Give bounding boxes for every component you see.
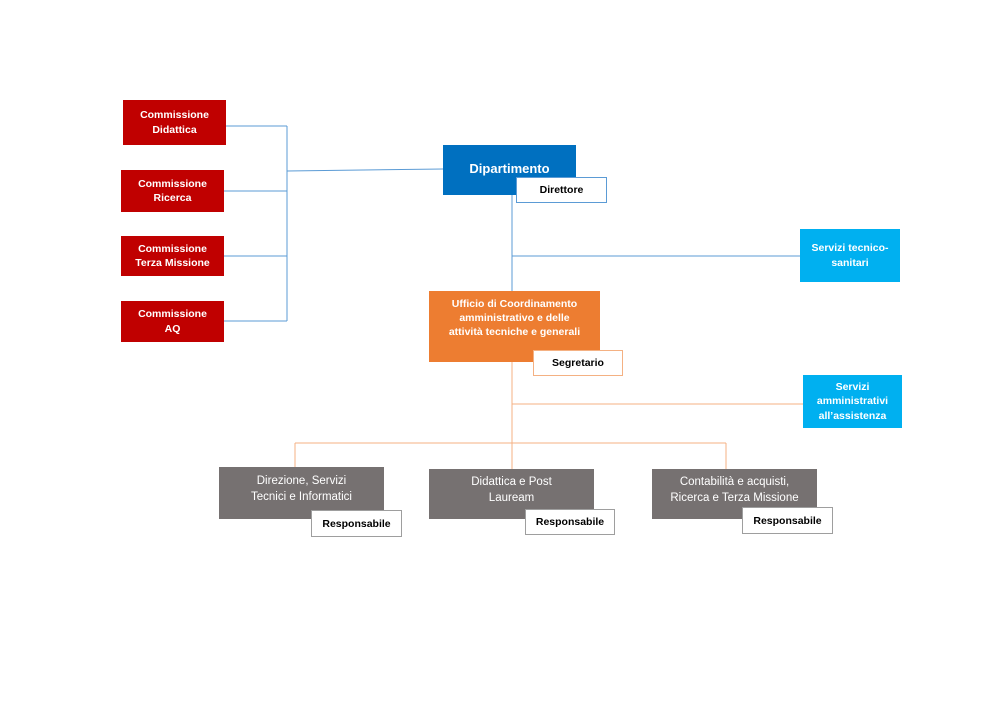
department-role-tag: Direttore [516,177,607,203]
tech-services-box: Servizi tecnico- sanitari [800,229,900,282]
commission-terza-missione: Commissione Terza Missione [121,236,224,276]
unit-didattica-label: Didattica e Post Lauream [471,476,552,504]
commission-terza-missione-label: Commissione Terza Missione [135,242,210,269]
commission-ricerca-label: Commissione Ricerca [138,177,207,204]
unit-direzione-role-label: Responsabile [322,517,391,530]
unit-didattica-box: Didattica e Post Lauream [429,469,594,519]
unit-direzione-role-tag: Responsabile [311,510,402,537]
tech-services-label: Servizi tecnico- sanitari [811,242,889,269]
coordination-office-label: Ufficio di Coordinamento amministrativo … [448,298,581,339]
unit-didattica-role-tag: Responsabile [525,509,615,535]
coordination-office-role-label: Segretario [552,357,604,369]
unit-contabilita-role-label: Responsabile [753,514,822,527]
department-role-label: Direttore [539,184,584,196]
coordination-office-role-tag: Segretario [533,350,623,376]
admin-services-label: Servizi amministrativi all’assistenza [816,381,889,422]
unit-contabilita-label: Contabilità e acquisti, Ricerca e Terza … [670,476,799,504]
commission-aq-label: Commissione AQ [138,308,207,335]
commission-didattica-label: Commissione Didattica [140,109,209,136]
commission-aq: Commissione AQ [121,301,224,342]
unit-direzione-label: Direzione, Servizi Tecnici e Informatici [251,475,352,503]
commission-ricerca: Commissione Ricerca [121,170,224,212]
unit-contabilita-role-tag: Responsabile [742,507,833,534]
admin-services-box: Servizi amministrativi all’assistenza [803,375,902,428]
unit-didattica-role-label: Responsabile [535,516,605,528]
department-label: Dipartimento [469,161,550,176]
commission-didattica: Commissione Didattica [123,100,226,145]
